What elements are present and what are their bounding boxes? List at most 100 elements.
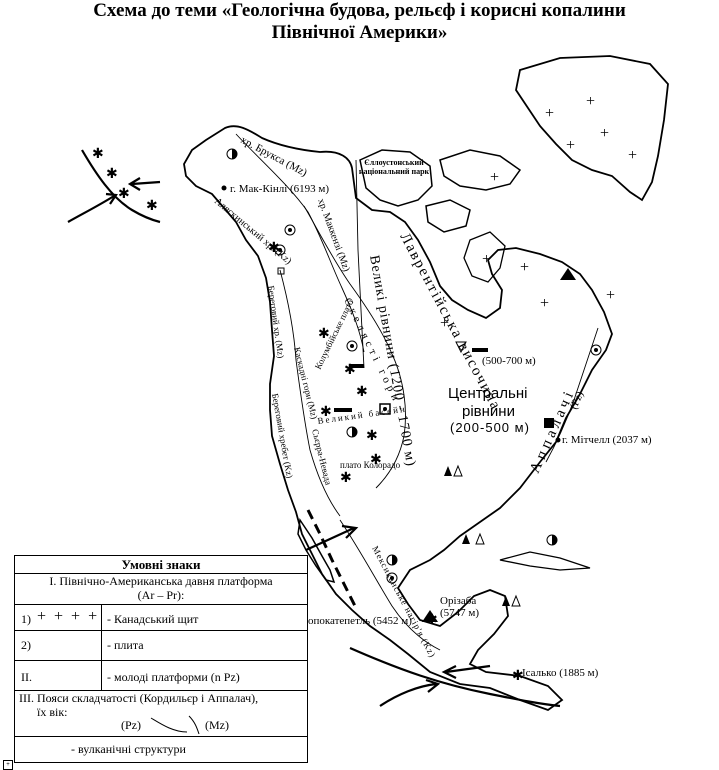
label-orizaba-1: Орізаба xyxy=(440,595,476,607)
label-central-plains-2: рівнини xyxy=(462,403,515,420)
legend-item3-num: II. xyxy=(21,670,32,684)
svg-text:+: + xyxy=(490,169,499,186)
arctic-islands-2 xyxy=(439,149,522,191)
legend-divider xyxy=(15,604,307,605)
svg-text:✱: ✱ xyxy=(146,197,158,213)
svg-text:+: + xyxy=(545,105,554,122)
legend-item1-text: - Канадський щит xyxy=(107,612,199,626)
cuba xyxy=(499,551,591,571)
label-mckinley: г. Мак-Кінлі (6193 м) xyxy=(230,183,329,195)
svg-text:✱: ✱ xyxy=(366,427,378,443)
svg-text:✱: ✱ xyxy=(320,403,332,419)
svg-text:✱: ✱ xyxy=(106,165,118,181)
legend-mz-symbol xyxy=(188,715,200,735)
mckinley-marker xyxy=(221,185,227,191)
greenland xyxy=(515,55,669,202)
legend-item1-num: 1) xyxy=(21,612,31,626)
label-alaska-range: Аляскинський хр. (Kz) xyxy=(212,196,294,267)
svg-text:+: + xyxy=(628,147,637,164)
label-popocatepetl: Попокатепетль (5452 м) xyxy=(300,615,412,627)
baja-california xyxy=(297,517,336,584)
legend-divider xyxy=(15,690,307,691)
svg-text:✱: ✱ xyxy=(344,361,356,377)
svg-text:✱: ✱ xyxy=(370,451,382,467)
iron-ore-icon xyxy=(379,403,554,428)
legend-divider xyxy=(15,736,307,737)
legend-item2-text: - плита xyxy=(107,638,144,652)
legend-platform-age: (Ar – Pr): xyxy=(137,588,185,602)
continent-outline xyxy=(183,125,613,712)
svg-text:+: + xyxy=(600,125,609,142)
label-mitchell: г. Мітчелл (2037 м) xyxy=(562,434,652,446)
uranium-icon xyxy=(274,224,602,584)
legend-pz-symbol xyxy=(150,717,188,733)
plate-arrow-icon-2 xyxy=(127,177,161,191)
gold-icon xyxy=(226,148,558,566)
label-colorado: плато Колорадо xyxy=(340,460,401,470)
legend-divider xyxy=(15,630,307,631)
legend-platform-title: I. Північно-Американська давня платформа xyxy=(49,574,273,588)
label-cascade: Каскадні гори (Mz) xyxy=(292,346,320,420)
svg-text:+: + xyxy=(520,259,529,276)
copper-icon xyxy=(277,267,285,275)
legend-column-divider xyxy=(101,604,102,690)
legend-volcanic: - вулканічні структури xyxy=(71,742,186,756)
label-orizaba-2: (5747 м) xyxy=(440,607,479,619)
legend-divider xyxy=(15,660,307,661)
legend-fold-title: III. Пояси складчатості (Кордильєр і Апп… xyxy=(19,691,259,705)
cordillera-fold-line-1 xyxy=(235,133,365,353)
legend-item1-symbol: + + + + xyxy=(37,608,100,625)
svg-text:✱: ✱ xyxy=(268,239,280,255)
arctic-islands-3 xyxy=(425,199,471,233)
coal-icon xyxy=(334,348,488,412)
svg-text:✱: ✱ xyxy=(512,667,524,683)
legend-item2-num: 2) xyxy=(21,638,31,652)
svg-text:✱: ✱ xyxy=(318,325,330,341)
central-america-trench xyxy=(349,646,561,708)
legend-item3-text: - молоді платформи (n Pz) xyxy=(107,670,240,684)
legend-header: Умовні знаки xyxy=(121,557,201,572)
plate-arrow-icon-4 xyxy=(379,678,441,707)
svg-text:✱: ✱ xyxy=(356,383,368,399)
svg-text:+: + xyxy=(586,93,595,110)
svg-text:+: + xyxy=(566,137,575,154)
svg-text:✱: ✱ xyxy=(118,185,130,201)
label-central-plains-1: Центральні xyxy=(448,385,527,402)
mexico-fold-line xyxy=(339,519,441,651)
aleutian-arc xyxy=(81,149,161,224)
oil-icon xyxy=(444,464,521,607)
legend: Умовні знаки I. Північно-Американська да… xyxy=(14,555,308,763)
legend-fold-sub: їх вік: xyxy=(37,705,68,719)
plate-arrow-icon-5 xyxy=(441,664,491,679)
plate-arrow-icon-3 xyxy=(305,524,359,551)
svg-text:+: + xyxy=(606,287,615,304)
legend-divider xyxy=(15,573,307,574)
bauxite-icon xyxy=(422,268,576,622)
mitchell-marker xyxy=(555,437,561,443)
map-title-line2: Північної Америки» xyxy=(271,22,448,43)
plate-arrow-icon xyxy=(67,192,118,223)
legend-mz: (Mz) xyxy=(205,718,229,732)
svg-text:+: + xyxy=(482,251,491,268)
label-yellowstone-box: Єллоустонський національний парк xyxy=(358,158,430,176)
label-central-plains-3: (200-500 м) xyxy=(450,420,530,435)
label-coast-range: Береговий хр. (Mz) xyxy=(266,285,286,359)
label-izalco: Ісалько (1885 м) xyxy=(522,667,599,679)
cordillera-fold-line-2 xyxy=(303,205,406,489)
cordillera-fold-line-3 xyxy=(279,269,341,517)
svg-text:✱: ✱ xyxy=(92,145,104,161)
canadian-shield-crosses: ++ ++ ++ ++ ++ + xyxy=(440,93,637,332)
legend-pz: (Pz) xyxy=(121,718,141,732)
hudson-bay xyxy=(463,231,506,283)
map-title-line1: Схема до теми «Геологічна будова, рельєф… xyxy=(93,0,626,21)
svg-text:+: + xyxy=(540,295,549,312)
label-coast-range-2: Береговий хребет (Kz) xyxy=(270,393,295,479)
san-andreas-fault xyxy=(306,509,358,609)
arctic-islands-1 xyxy=(359,149,433,207)
label-laurentian-height: (500-700 м) xyxy=(482,355,536,367)
label-sierra: Сьєрра-Невада xyxy=(310,428,334,486)
svg-text:✱: ✱ xyxy=(340,469,352,485)
label-yellowstone: Єллоустонський національний парк xyxy=(358,158,430,176)
rocky-boundary xyxy=(355,159,365,369)
